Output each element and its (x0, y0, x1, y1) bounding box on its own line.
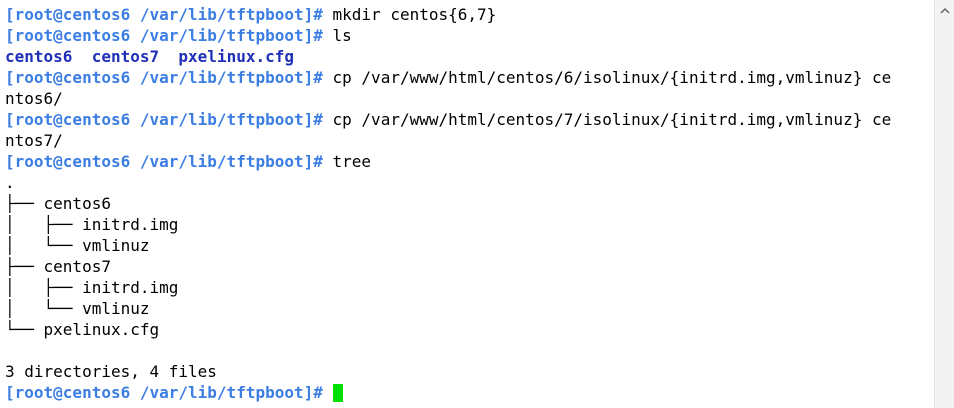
terminal-line: └── pxelinux.cfg (5, 319, 930, 340)
terminal-line: ├── centos6 (5, 193, 930, 214)
output-text: . (5, 173, 15, 192)
output-text: ├── centos6 (5, 194, 111, 213)
terminal-line: ntos6/ (5, 88, 930, 109)
terminal-line: │ └── vmlinuz (5, 235, 930, 256)
terminal-line: . (5, 172, 930, 193)
output-text: ntos6/ (5, 89, 63, 108)
chevron-up-icon (940, 7, 950, 14)
prompt-space (323, 383, 333, 402)
terminal-line (5, 340, 930, 361)
terminal-output: [root@centos6 /var/lib/tftpboot]# mkdir … (5, 4, 930, 403)
output-text: │ └── vmlinuz (5, 236, 150, 255)
directory-entry: centos6 (5, 47, 73, 66)
terminal-line: [root@centos6 /var/lib/tftpboot]# mkdir … (5, 4, 930, 25)
terminal-line: [root@centos6 /var/lib/tftpboot]# cp /va… (5, 67, 930, 88)
shell-prompt: [root@centos6 /var/lib/tftpboot]# (5, 110, 323, 129)
command-text: mkdir centos{6,7} (322, 5, 497, 24)
command-text: tree (322, 152, 372, 171)
command-text: cp /var/www/html/centos/6/isolinux/{init… (322, 68, 892, 87)
output-text: ├── centos7 (5, 257, 111, 276)
command-text: cp /var/www/html/centos/7/isolinux/{init… (322, 110, 892, 129)
scroll-up-button[interactable] (935, 0, 954, 20)
terminal-line: [root@centos6 /var/lib/tftpboot]# (5, 382, 930, 403)
text-cursor[interactable] (332, 384, 343, 402)
shell-prompt: [root@centos6 /var/lib/tftpboot]# (5, 26, 323, 45)
shell-prompt: [root@centos6 /var/lib/tftpboot]# (5, 152, 323, 171)
terminal-line: ├── centos7 (5, 256, 930, 277)
terminal-line: [root@centos6 /var/lib/tftpboot]# ls (5, 25, 930, 46)
output-text: └── pxelinux.cfg (5, 320, 160, 339)
shell-prompt: [root@centos6 /var/lib/tftpboot]# (5, 68, 323, 87)
terminal-line: 3 directories, 4 files (5, 361, 930, 382)
terminal-line: │ └── vmlinuz (5, 298, 930, 319)
output-text: 3 directories, 4 files (5, 362, 217, 381)
terminal-line: [root@centos6 /var/lib/tftpboot]# tree (5, 151, 930, 172)
output-text: ntos7/ (5, 131, 63, 150)
shell-prompt: [root@centos6 /var/lib/tftpboot]# (5, 383, 323, 402)
output-text: │ ├── initrd.img (5, 215, 179, 234)
terminal-line: │ ├── initrd.img (5, 277, 930, 298)
terminal-line: ntos7/ (5, 130, 930, 151)
command-text: ls (322, 26, 352, 45)
shell-prompt: [root@centos6 /var/lib/tftpboot]# (5, 5, 323, 24)
terminal-line: centos6 centos7 pxelinux.cfg (5, 46, 930, 67)
output-text: │ └── vmlinuz (5, 299, 150, 318)
directory-entry: pxelinux.cfg (178, 47, 294, 66)
output-text: │ ├── initrd.img (5, 278, 179, 297)
terminal-line: [root@centos6 /var/lib/tftpboot]# cp /va… (5, 109, 930, 130)
directory-entry: centos7 (91, 47, 160, 66)
vertical-scrollbar[interactable] (934, 0, 954, 408)
terminal-line: │ ├── initrd.img (5, 214, 930, 235)
